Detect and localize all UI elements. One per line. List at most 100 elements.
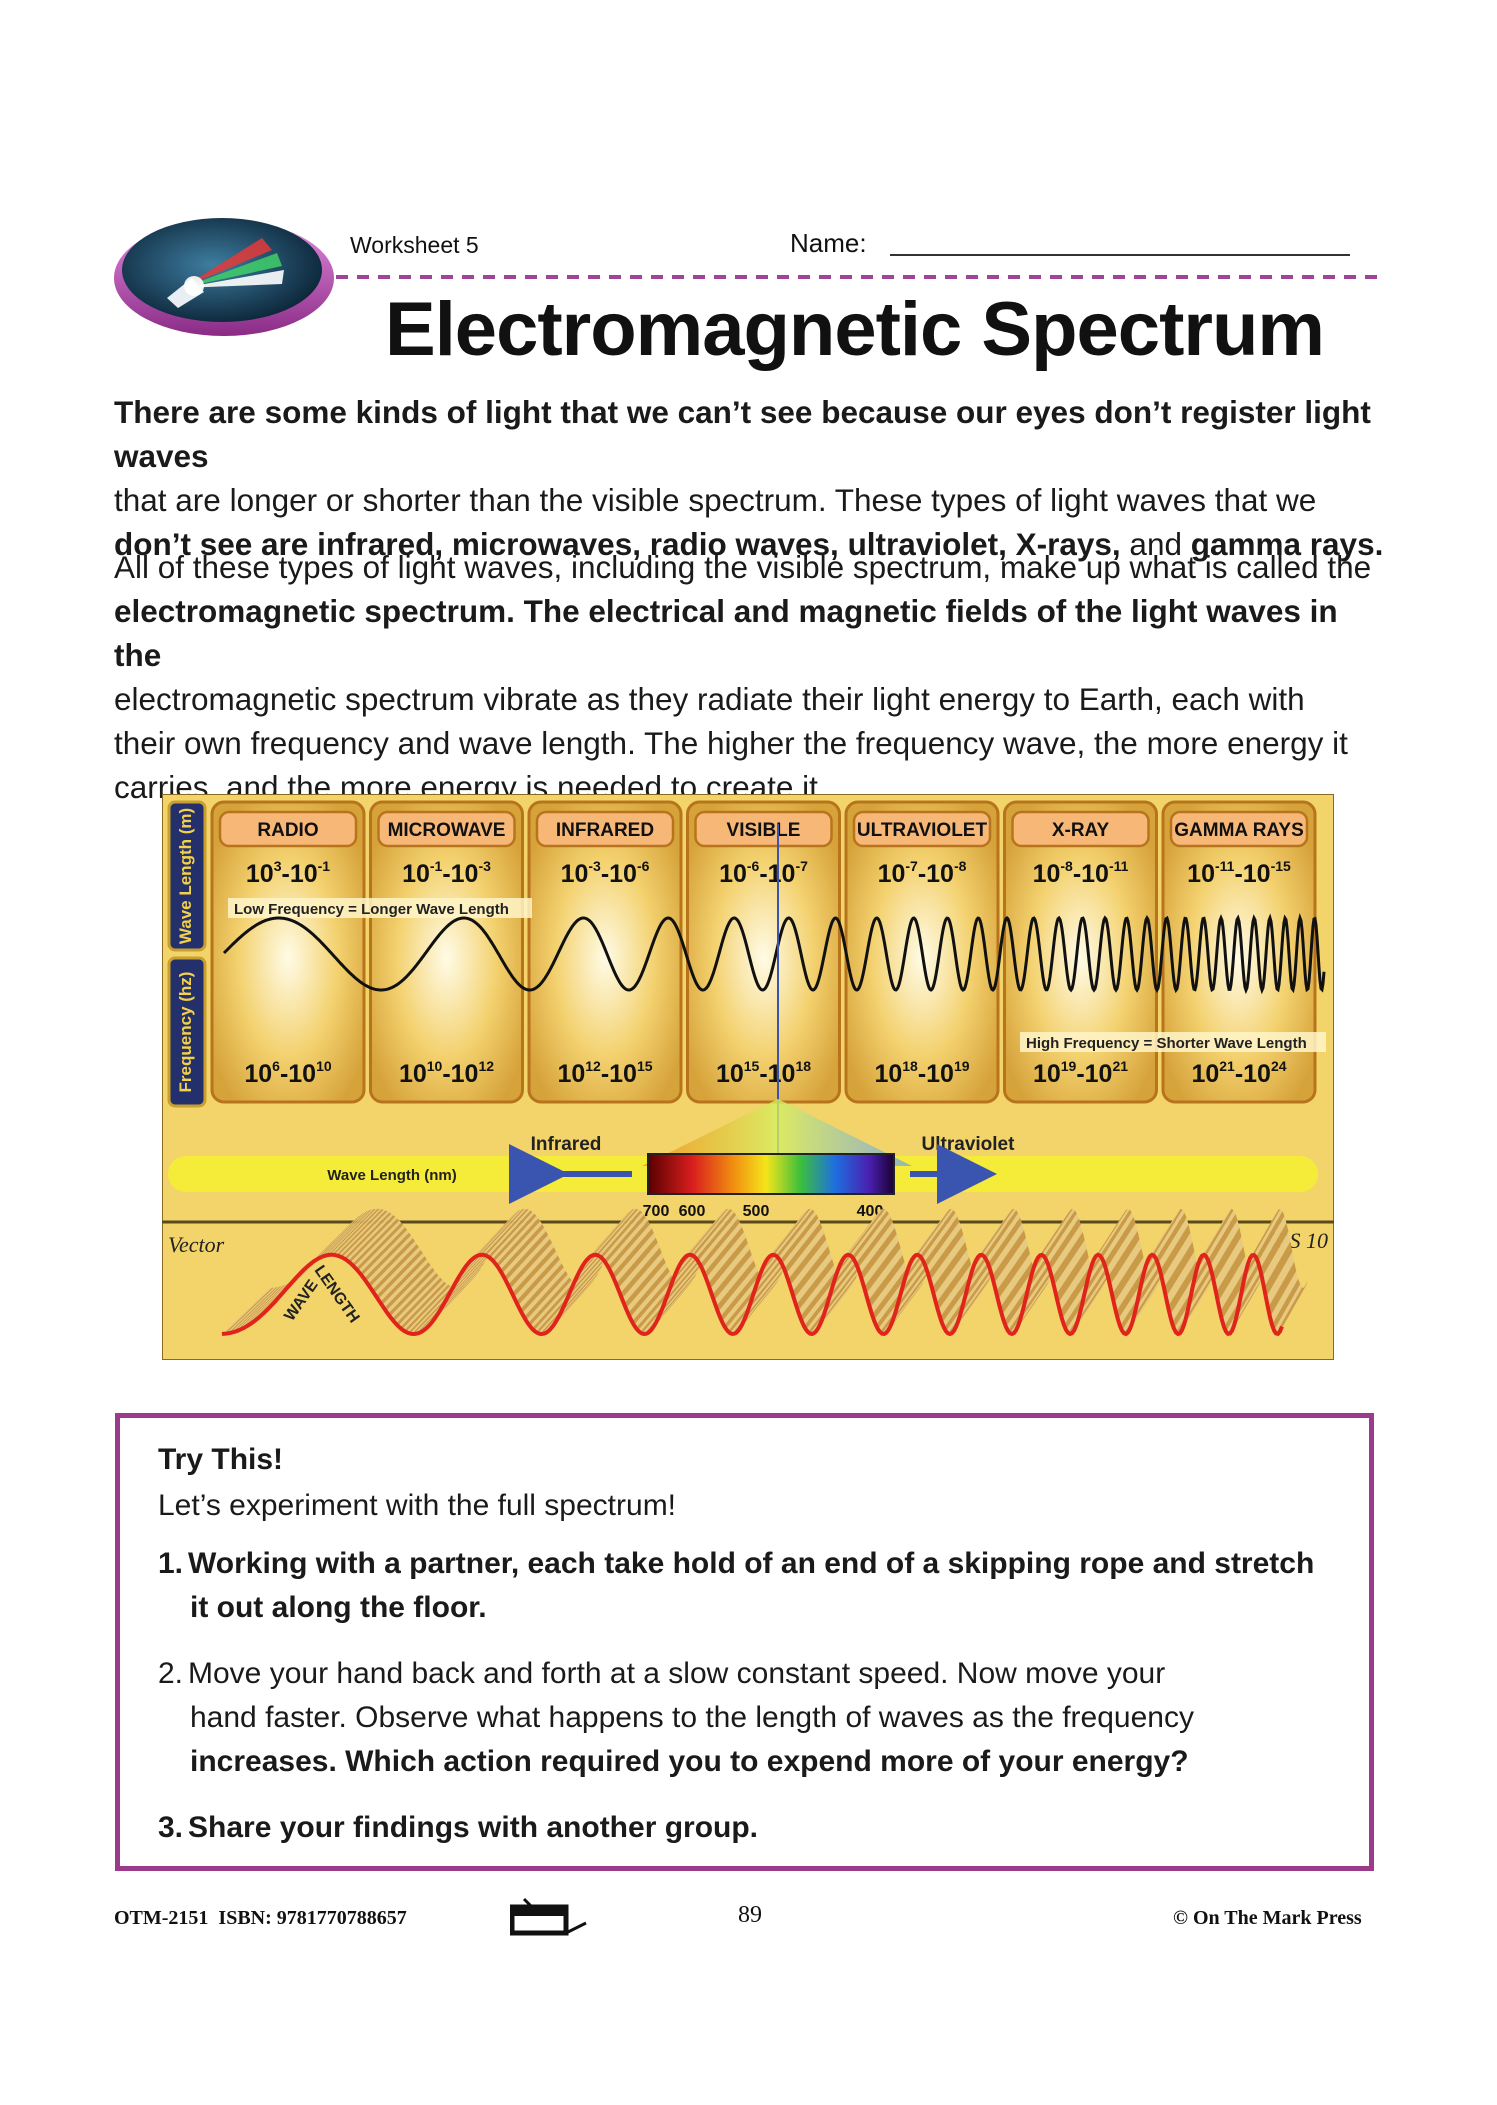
header-logo — [112, 208, 336, 338]
ribbon-segment — [920, 1210, 956, 1259]
frequency-side-box — [167, 956, 207, 1108]
ribbon-segment — [382, 1259, 429, 1309]
ribbon-segment — [1074, 1280, 1107, 1331]
ribbon-segment — [1168, 1260, 1199, 1316]
ribbon-segment — [332, 1208, 380, 1255]
ribbon-segment — [768, 1210, 807, 1259]
ribbon-segment — [230, 1286, 280, 1333]
step-1-line-1: Working with a partner, each take hold o… — [188, 1547, 1315, 1580]
wavelength-side-label: Wave Length (m) — [176, 808, 195, 944]
band-card-x-ray — [1003, 800, 1158, 1104]
band-wavelength-visible: 10-6-10-7 — [719, 858, 808, 888]
ribbon-segment — [620, 1247, 662, 1299]
ribbon-segment — [928, 1227, 964, 1281]
ribbon-segment — [866, 1248, 903, 1302]
ribbon-segment — [918, 1208, 954, 1257]
ribbon-segment — [1252, 1208, 1281, 1256]
ribbon-segment — [1218, 1256, 1248, 1312]
ribbon-segment — [1152, 1208, 1183, 1256]
ribbon-segment — [1080, 1258, 1113, 1313]
ribbon-segment — [858, 1222, 895, 1274]
ribbon-segment — [1102, 1212, 1134, 1264]
low-frequency-note-bg — [228, 898, 532, 918]
ribbon-segment — [1254, 1208, 1283, 1258]
ribbon-segment — [826, 1255, 864, 1309]
ribbon-segment — [338, 1209, 386, 1257]
ribbon-segment — [622, 1252, 664, 1304]
ribbon-segment — [1042, 1208, 1075, 1257]
ribbon-segment — [1162, 1232, 1193, 1288]
ribbon-segment — [932, 1242, 968, 1296]
band-wavelength-gamma-rays: 10-11-10-15 — [1187, 858, 1291, 888]
ribbon-segment — [934, 1249, 970, 1304]
ribbon-segment — [652, 1280, 694, 1329]
name-label: Name: — [790, 228, 867, 258]
ribbon-segment — [394, 1275, 441, 1324]
ribbon-segment — [1150, 1208, 1181, 1257]
ribbon-segment — [1264, 1241, 1293, 1298]
ribbon-segment — [1204, 1208, 1234, 1257]
ribbon-segment — [892, 1270, 929, 1323]
ribbon-segment — [978, 1209, 1013, 1258]
ribbon-segment — [1098, 1208, 1130, 1256]
ribbon-segment — [848, 1208, 885, 1256]
frequency-wave — [222, 912, 1326, 995]
ribbon-segment — [772, 1208, 811, 1256]
ribbon-segment — [492, 1213, 537, 1262]
band-frequency-x-ray: 1019-1021 — [1033, 1058, 1128, 1088]
ribbon-segment — [350, 1216, 398, 1265]
low-frequency-note: Low Frequency = Longer Wave Length — [234, 901, 509, 918]
wavelength-side-box — [167, 800, 207, 952]
ribbon-segment — [238, 1283, 288, 1331]
ribbon-segment — [1212, 1227, 1242, 1283]
ribbon-segment — [930, 1234, 966, 1289]
ribbon-segment — [396, 1277, 443, 1326]
ribbon-segment — [346, 1213, 394, 1262]
ribbon-segment — [1116, 1266, 1148, 1320]
ribbon-segment — [936, 1257, 972, 1311]
ribbon-segment — [1164, 1241, 1195, 1298]
ribbon-segment — [616, 1237, 658, 1289]
band-name-visible: VISIBLE — [727, 820, 801, 841]
ribbon-segment — [776, 1209, 815, 1258]
band-name-infrared: INFRARED — [556, 820, 654, 841]
band-tab-ultraviolet — [852, 810, 992, 848]
ribbon-segment — [490, 1211, 535, 1260]
spectrum-bands: RADIO103-10-1106-1010MICROWAVE10-1-10-31… — [210, 800, 1317, 1104]
ribbon-segment — [1154, 1209, 1185, 1259]
ribbon-segment — [432, 1273, 478, 1323]
ribbon-segment — [506, 1234, 551, 1285]
ribbon-segment — [440, 1261, 486, 1311]
band-tab-visible — [694, 810, 833, 848]
ribbon-segment — [226, 1287, 276, 1334]
ribbon-segment — [722, 1275, 762, 1326]
ribbon-segment — [222, 1287, 272, 1334]
step-2: 2.Move your hand back and forth at a slo… — [158, 1652, 1318, 1784]
visible-color-bar — [647, 1153, 895, 1195]
band-tab-infrared — [535, 810, 675, 848]
ribbon-segment — [404, 1284, 451, 1332]
step-2-line-3: increases. Which action required you to … — [190, 1745, 1189, 1778]
intro-paragraph-2: All of these types of light waves, inclu… — [114, 549, 1372, 805]
name-field-line[interactable] — [890, 254, 1350, 256]
ribbon-segment — [240, 1282, 290, 1330]
ribbon-segment — [480, 1208, 525, 1255]
ribbon-segment — [786, 1227, 825, 1280]
ribbon-segment — [1206, 1210, 1236, 1261]
ribbon-segment — [704, 1227, 744, 1279]
ribbon-segment — [398, 1279, 445, 1328]
ribbon-segment — [522, 1267, 566, 1318]
ribbon-segment — [512, 1247, 556, 1298]
ribbon-segment — [232, 1285, 282, 1333]
infrared-label: Infrared — [531, 1134, 602, 1155]
ribbon-segment — [610, 1224, 652, 1275]
ribbon-segment — [686, 1209, 727, 1257]
ribbon-segment — [408, 1286, 455, 1334]
ribbon-segment — [656, 1272, 697, 1323]
ribbon-segment — [684, 1210, 725, 1259]
step-2-line-2: hand faster. Observe what happens to the… — [190, 1701, 1194, 1734]
ribbon-segment — [1048, 1218, 1081, 1271]
ribbon-segment — [562, 1259, 605, 1311]
ribbon-segment — [792, 1246, 831, 1299]
